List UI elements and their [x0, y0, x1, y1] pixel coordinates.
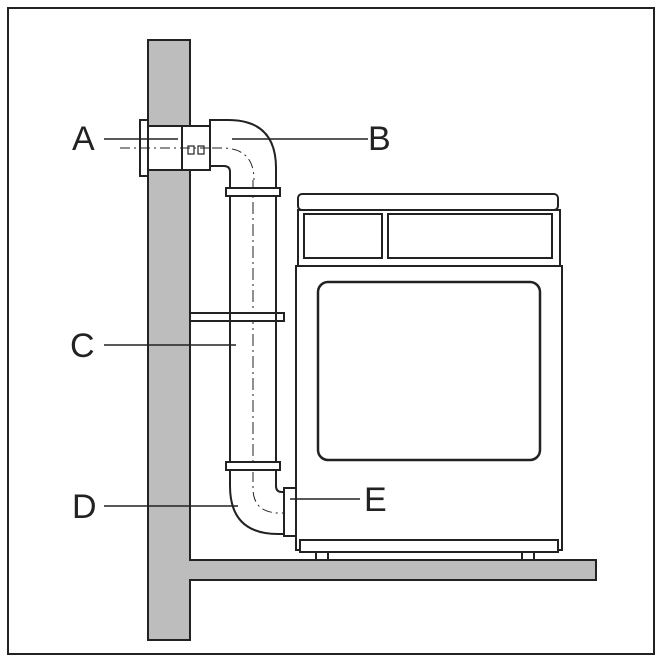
wall-and-floor: [147, 39, 597, 641]
wall-bracket: [189, 312, 285, 322]
leader-lines: [104, 138, 368, 507]
duct-clamp-top: [225, 187, 281, 197]
control-panel-right: [387, 213, 553, 259]
label-c: C: [70, 327, 95, 365]
tumble-dryer: [295, 193, 563, 561]
bottom-elbow: [229, 469, 299, 537]
control-panel-left: [303, 213, 383, 259]
diagram-frame: [7, 7, 655, 655]
vertical-duct: [189, 180, 285, 480]
duct-clamp-bottom: [225, 461, 281, 471]
dryer-foot-left: [315, 551, 329, 561]
dryer-door: [316, 280, 542, 462]
label-a: A: [72, 120, 95, 158]
dryer-foot-right: [521, 551, 535, 561]
top-elbow: [209, 119, 277, 191]
label-d: D: [72, 488, 97, 526]
label-b: B: [368, 120, 391, 158]
label-e: E: [364, 481, 387, 519]
